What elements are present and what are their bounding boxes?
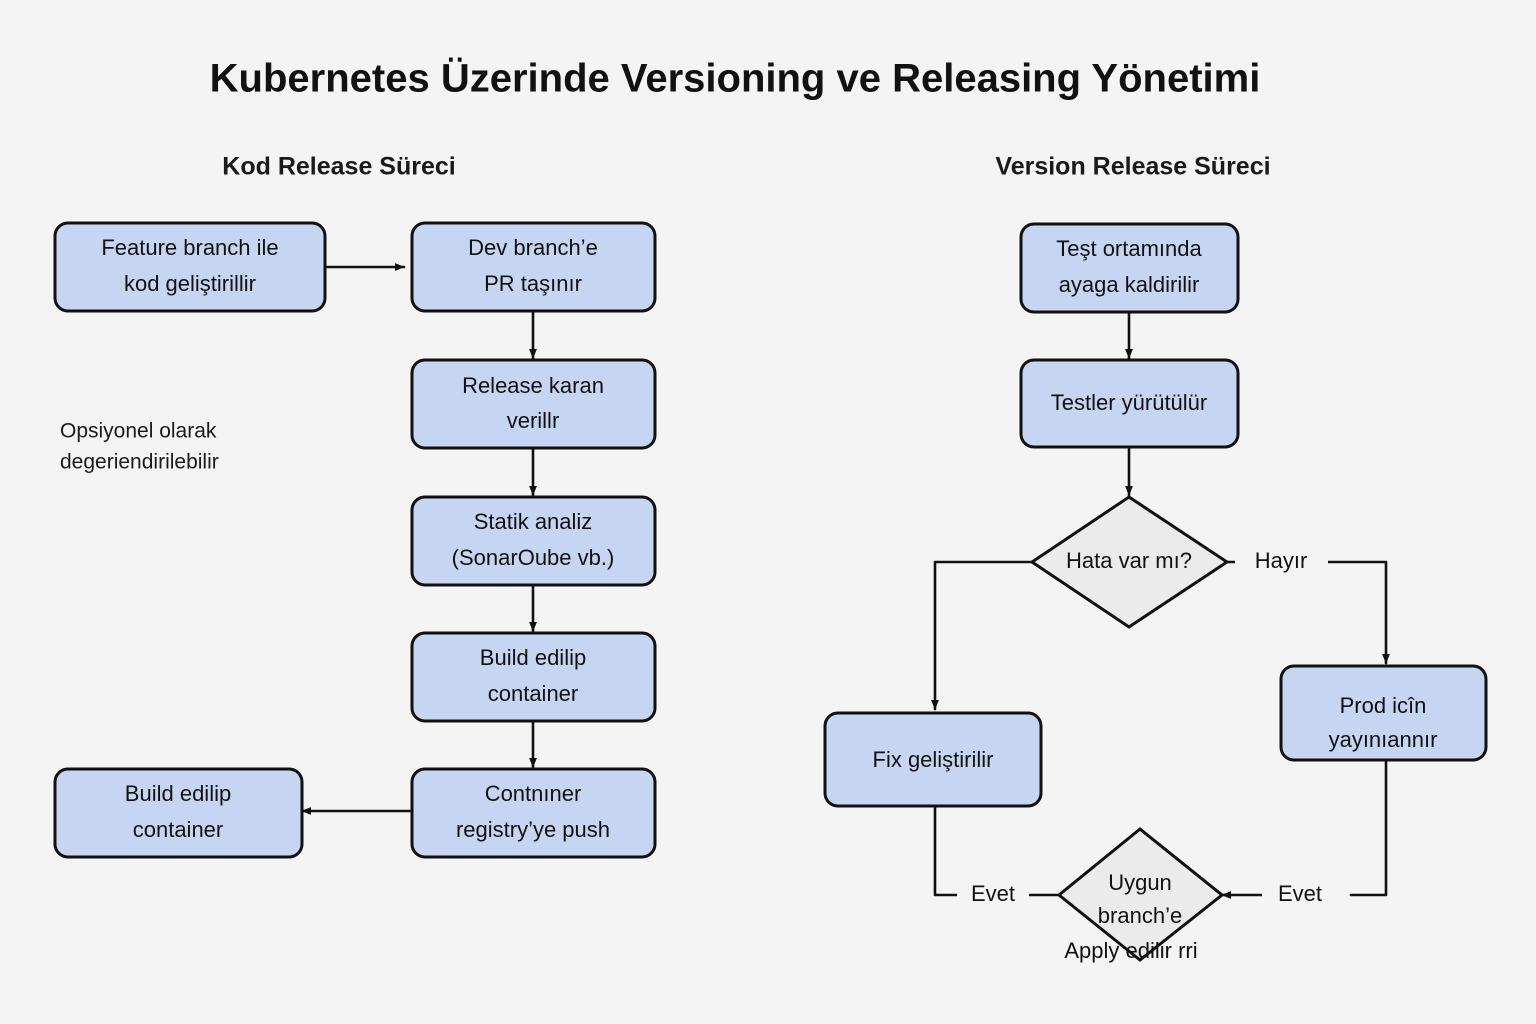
edge-label-evet-right-bg (1262, 878, 1337, 912)
node-release-karar-shape (410, 358, 657, 450)
node-build-container-line1: Build edilip (480, 645, 586, 670)
edge-label-hayir-text: Hayır (1255, 548, 1308, 573)
node-test-ortami-line1: Teşt ortamında (1056, 236, 1202, 261)
node-fix-label: Fix geliştirilir (873, 747, 994, 772)
node-build-container-line2: container (488, 681, 579, 706)
node-feature-branch-line1: Feature branch ile (101, 235, 278, 260)
decision-hata-var-mi[interactable]: Hata var mı? (1029, 495, 1230, 629)
decision-hata-var-mi-shape (1029, 495, 1230, 629)
node-build-container-shape (410, 631, 657, 723)
edge-prod-to-evet-right (1349, 760, 1388, 897)
node-statik-analiz-line1: Statik analiz (474, 509, 593, 534)
decision-uygun-branch[interactable]: Uygun branch’e Apply edilir rri (1056, 827, 1225, 963)
node-fix-shape (823, 711, 1043, 808)
node-dev-branch-pr-line1: Dev branch’e (468, 235, 598, 260)
node-statik-analiz[interactable]: Statik analiz (SonarOube vb.) (410, 495, 657, 587)
decision-uygun-branch-shape (1056, 827, 1225, 962)
node-registry-push-line1: Contnıner (485, 781, 582, 806)
node-fix[interactable]: Fix geliştirilir (823, 711, 1043, 808)
node-test-ortami-line2: ayaga kaldirilir (1059, 272, 1200, 297)
node-prod-yayin-line1: Prod icîn (1340, 693, 1427, 718)
node-feature-branch-shape (53, 221, 327, 313)
edge-label-evet-left: Evet (957, 878, 1029, 912)
node-test-ortami-shape (1019, 222, 1240, 314)
left-column-heading: Kod Release Süreci (222, 153, 455, 181)
node-registry-push-line2: registry’ye push (456, 817, 610, 842)
node-release-karar[interactable]: Release karan verillr (410, 358, 657, 450)
edge-hata-to-fix (931, 560, 1034, 711)
node-dev-branch-pr-shape (410, 221, 657, 313)
node-registry-push[interactable]: Contnıner registry’ye push (410, 767, 657, 859)
node-statik-analiz-line2: (SonarOube vb.) (452, 545, 615, 570)
node-testler-line1: Testler yürütülür (1051, 390, 1208, 415)
node-test-ortami[interactable]: Teşt ortamında ayaga kaldirilir (1019, 222, 1240, 314)
decision-hata-var-mi-label: Hata var mı? (1066, 548, 1192, 573)
node-prod-yayin-line2: yayınıannır (1329, 727, 1438, 752)
node-dev-branch-pr[interactable]: Dev branch’e PR taşınır (410, 221, 657, 313)
edge-label-hayir: Hayır (1235, 545, 1328, 579)
optional-note-line2: degeriendirilebilir (60, 451, 219, 474)
node-build-container[interactable]: Build edilip container (410, 631, 657, 723)
edge-label-evet-right-text: Evet (1278, 881, 1322, 906)
node-feature-branch[interactable]: Feature branch ile kod geliştirillir (53, 221, 327, 313)
node-build-container-2-line1: Build edilip (125, 781, 231, 806)
node-prod-yayin[interactable]: Prod icîn yayınıannır (1279, 664, 1488, 762)
page-title: Kubernetes Üzerinde Versioning ve Releas… (210, 56, 1261, 101)
node-release-karar-line2: verillr (507, 408, 560, 433)
node-dev-branch-pr-line2: PR taşınır (484, 271, 582, 296)
node-release-karar-line1: Release karan (462, 373, 604, 398)
node-build-container-2[interactable]: Build edilip container (53, 767, 304, 859)
right-column-heading: Version Release Süreci (995, 153, 1270, 181)
decision-uygun-branch-line2: branch’e (1098, 903, 1182, 928)
optional-note-line1: Opsiyonel olarak (60, 420, 217, 443)
node-build-container-2-shape (53, 767, 304, 859)
node-prod-yayin-shape (1279, 664, 1488, 762)
node-testler-shape (1019, 358, 1240, 449)
node-statik-analiz-shape (410, 495, 657, 587)
node-feature-branch-line2: kod geliştirillir (124, 271, 256, 296)
edge-hayir-to-prod (1324, 560, 1390, 665)
node-build-container-2-line2: container (133, 817, 224, 842)
node-testler[interactable]: Testler yürütülür (1019, 358, 1240, 449)
node-registry-push-shape (410, 767, 657, 859)
edge-label-evet-left-text: Evet (971, 881, 1015, 906)
edge-label-evet-right: Evet (1262, 878, 1337, 912)
edge-label-hayir-bg (1235, 545, 1328, 579)
decision-uygun-branch-line1: Uygun (1108, 870, 1172, 895)
edge-label-evet-left-bg (957, 878, 1029, 912)
decision-uygun-branch-line3: Apply edilir rri (1064, 938, 1197, 963)
edge-fix-to-evet-left (933, 806, 959, 897)
